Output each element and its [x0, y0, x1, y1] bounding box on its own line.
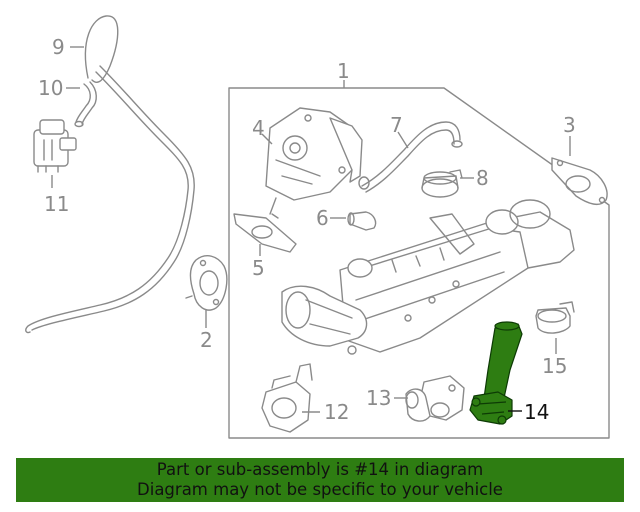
- part-10-hose[interactable]: [74, 81, 97, 128]
- assembly-outline: [228, 87, 610, 439]
- part-11-valve[interactable]: [33, 119, 77, 173]
- parts-diagram: 9 10 11 1 2 3 4 5 6 7 8 12 13 14 15: [25, 15, 610, 439]
- part-12-actuator[interactable]: [261, 363, 313, 433]
- callout-6: 6: [316, 206, 329, 230]
- part-5-gasket[interactable]: [233, 213, 297, 253]
- part-15-clamp[interactable]: [535, 301, 575, 334]
- callout-15: 15: [542, 354, 567, 378]
- leader-7: [397, 131, 409, 149]
- callout-5: 5: [252, 256, 265, 280]
- callout-13: 13: [366, 386, 391, 410]
- callout-1: 1: [337, 59, 350, 83]
- part-8-clamp[interactable]: [421, 169, 463, 198]
- part-9-hose[interactable]: [25, 15, 195, 334]
- part-13-housing[interactable]: [405, 375, 465, 422]
- callout-11: 11: [44, 192, 69, 216]
- footer-line-1: Part or sub-assembly is #14 in diagram: [156, 460, 484, 479]
- callout-8: 8: [476, 166, 489, 190]
- callout-12: 12: [324, 400, 349, 424]
- footer-line-2: Diagram may not be specific to your vehi…: [137, 480, 503, 499]
- leader-4: [261, 133, 273, 145]
- callout-3: 3: [563, 113, 576, 137]
- egr-cooler-body: [281, 199, 575, 355]
- footer-banner: Part or sub-assembly is #14 in diagram D…: [16, 458, 624, 502]
- callout-2: 2: [200, 328, 213, 352]
- part-4-egr-valve[interactable]: [265, 107, 363, 219]
- part-3-gasket[interactable]: [551, 157, 608, 206]
- part-14-highlighted-pipe[interactable]: [469, 321, 523, 425]
- callout-9: 9: [52, 35, 65, 59]
- callout-14: 14: [524, 400, 549, 424]
- part-6-fitting[interactable]: [347, 211, 377, 231]
- callout-7: 7: [390, 113, 403, 137]
- callout-10: 10: [38, 76, 63, 100]
- callout-4: 4: [252, 116, 265, 140]
- part-7-pipe[interactable]: [358, 121, 463, 193]
- part-2-gasket[interactable]: [185, 255, 228, 311]
